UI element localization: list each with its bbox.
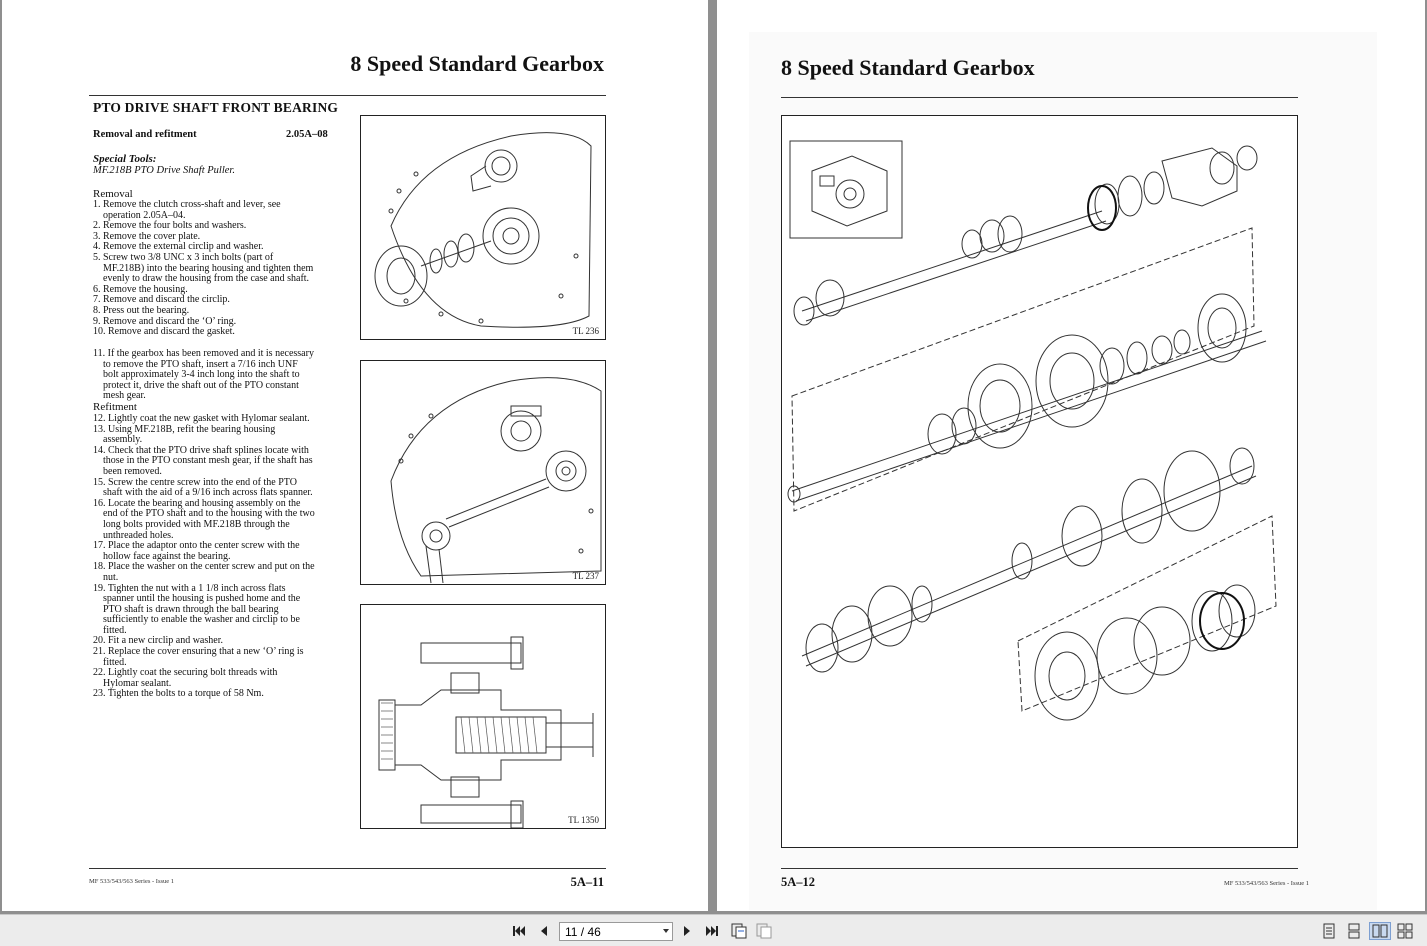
- list-item: 6. Remove the housing.: [93, 283, 188, 295]
- footer-series: MF 533/543/563 Series - Issue 1: [89, 878, 175, 885]
- page-title: 8 Speed Standard Gearbox: [781, 55, 1035, 80]
- first-page-button[interactable]: [510, 922, 528, 940]
- next-page-button[interactable]: [678, 922, 696, 940]
- page-left: 8 Speed Standard Gearbox PTO DRIVE SHAFT…: [2, 0, 708, 911]
- figure-tl-237: TL 237: [360, 360, 606, 585]
- section-title: PTO DRIVE SHAFT FRONT BEARING: [93, 100, 339, 115]
- list-item: 22. Lightly coat the securing bolt threa…: [93, 667, 278, 689]
- list-item: 13. Using MF.218B, refit the bearing hou…: [93, 423, 276, 446]
- list-item: 3. Remove the cover plate.: [93, 230, 201, 242]
- gearbox-exploded-illustration: [787, 140, 1277, 721]
- figure-tl-1350: TL 1350: [360, 604, 606, 829]
- gearbox-exploded-diagram: [781, 115, 1298, 848]
- list-item: 17. Place the adaptor onto the center sc…: [93, 540, 300, 562]
- list-item: 21. Replace the cover ensuring that a ne…: [93, 646, 304, 668]
- last-page-icon: [706, 926, 718, 936]
- first-page-icon: [513, 926, 525, 936]
- subsection-label: Removal and refitment: [93, 129, 197, 140]
- single-page-button[interactable]: [1320, 922, 1338, 940]
- list-item: 16. Locate the bearing and housing assem…: [93, 497, 315, 541]
- list-item: 8. Press out the bearing.: [93, 304, 190, 316]
- footer-page-number: 5A–12: [781, 875, 816, 889]
- special-tools-label: Special Tools:: [93, 153, 157, 165]
- figure-label: TL 1350: [568, 815, 599, 825]
- list-item: 14. Check that the PTO drive shaft splin…: [93, 444, 313, 477]
- list-item: 18. Place the washer on the center screw…: [93, 561, 315, 583]
- removal-heading: Removal: [93, 188, 133, 200]
- list-item: 15. Screw the centre screw into the end …: [93, 476, 313, 499]
- list-item: 1. Remove the clutch cross-shaft and lev…: [93, 199, 281, 221]
- next-page-icon: [684, 926, 690, 936]
- list-item: 9. Remove and discard the ‘O’ ring.: [93, 315, 237, 327]
- refitment-heading: Refitment: [93, 401, 137, 413]
- list-item: 23. Tighten the bolts to a torque of 58 …: [93, 688, 264, 700]
- footer-rule: [89, 868, 606, 869]
- puller-cross-section-illustration: [378, 636, 594, 828]
- fit-width-icon: [756, 923, 772, 939]
- two-page-icon: [1372, 924, 1388, 938]
- fit-width-button[interactable]: [755, 922, 773, 940]
- refitment-steps: 12. Lightly coat the new gasket with Hyl…: [93, 413, 315, 700]
- footer-page-number: 5A–11: [570, 875, 604, 889]
- last-page-button[interactable]: [703, 922, 721, 940]
- header-rule: [781, 97, 1298, 98]
- fit-page-icon: [731, 923, 747, 939]
- footer-series: MF 533/543/563 Series - Issue 1: [1224, 880, 1310, 887]
- document-viewer[interactable]: 8 Speed Standard Gearbox PTO DRIVE SHAFT…: [0, 0, 1427, 914]
- figure-label: TL 237: [572, 571, 599, 581]
- puller-tool-illustration: [390, 377, 602, 584]
- chevron-down-icon: [663, 929, 669, 933]
- list-item: 19. Tighten the nut with a 1 1/8 inch ac…: [93, 582, 301, 636]
- two-page-continuous-icon: [1397, 923, 1413, 939]
- list-item: 2. Remove the four bolts and washers.: [93, 220, 247, 232]
- single-page-icon: [1323, 923, 1335, 939]
- subsection-code: 2.05A–08: [286, 129, 328, 140]
- header-rule: [89, 95, 606, 96]
- figure-label: TL 236: [572, 326, 599, 336]
- step-11: 11. If the gearbox has been removed and …: [93, 348, 314, 402]
- removal-steps: 1. Remove the clutch cross-shaft and lev…: [93, 199, 315, 338]
- prev-page-icon: [541, 926, 547, 936]
- continuous-button[interactable]: [1345, 922, 1363, 940]
- page-number-select[interactable]: 11 / 46: [559, 922, 673, 941]
- list-item: 10. Remove and discard the gasket.: [93, 326, 235, 338]
- list-item: 4. Remove the external circlip and washe…: [93, 241, 264, 253]
- page-indicator: 11 / 46: [565, 925, 601, 939]
- page-title: 8 Speed Standard Gearbox: [350, 51, 604, 76]
- two-page-continuous-button[interactable]: [1396, 922, 1414, 940]
- special-tools-text: MF.218B PTO Drive Shaft Puller.: [93, 165, 235, 176]
- two-page-button[interactable]: [1369, 922, 1391, 940]
- pto-housing-illustration: [374, 132, 592, 328]
- list-item: 20. Fit a new circlip and washer.: [93, 635, 223, 647]
- list-item: 5. Screw two 3/8 UNC x 3 inch bolts (par…: [93, 251, 314, 285]
- figure-tl-236: TL 236: [360, 115, 606, 340]
- page-right: 8 Speed Standard Gearbox: [717, 0, 1425, 911]
- continuous-icon: [1348, 923, 1360, 939]
- prev-page-button[interactable]: [535, 922, 553, 940]
- fit-page-button[interactable]: [730, 922, 748, 940]
- viewer-toolbar: 11 / 46: [0, 914, 1427, 946]
- footer-rule: [781, 868, 1298, 869]
- list-item: 12. Lightly coat the new gasket with Hyl…: [93, 413, 310, 424]
- list-item: 7. Remove and discard the circlip.: [93, 294, 230, 306]
